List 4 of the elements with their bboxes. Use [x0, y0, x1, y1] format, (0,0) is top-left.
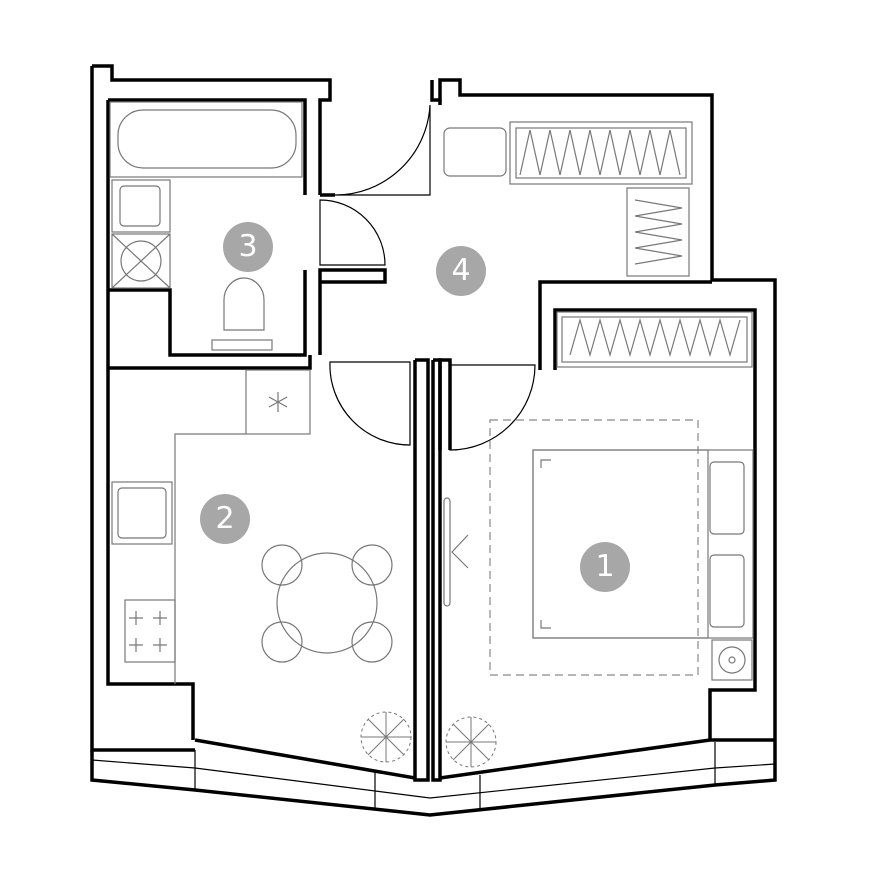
room-number: 1	[580, 542, 630, 592]
room-number: 2	[200, 494, 250, 544]
room-number: 3	[223, 222, 273, 272]
room-number: 4	[436, 246, 486, 296]
